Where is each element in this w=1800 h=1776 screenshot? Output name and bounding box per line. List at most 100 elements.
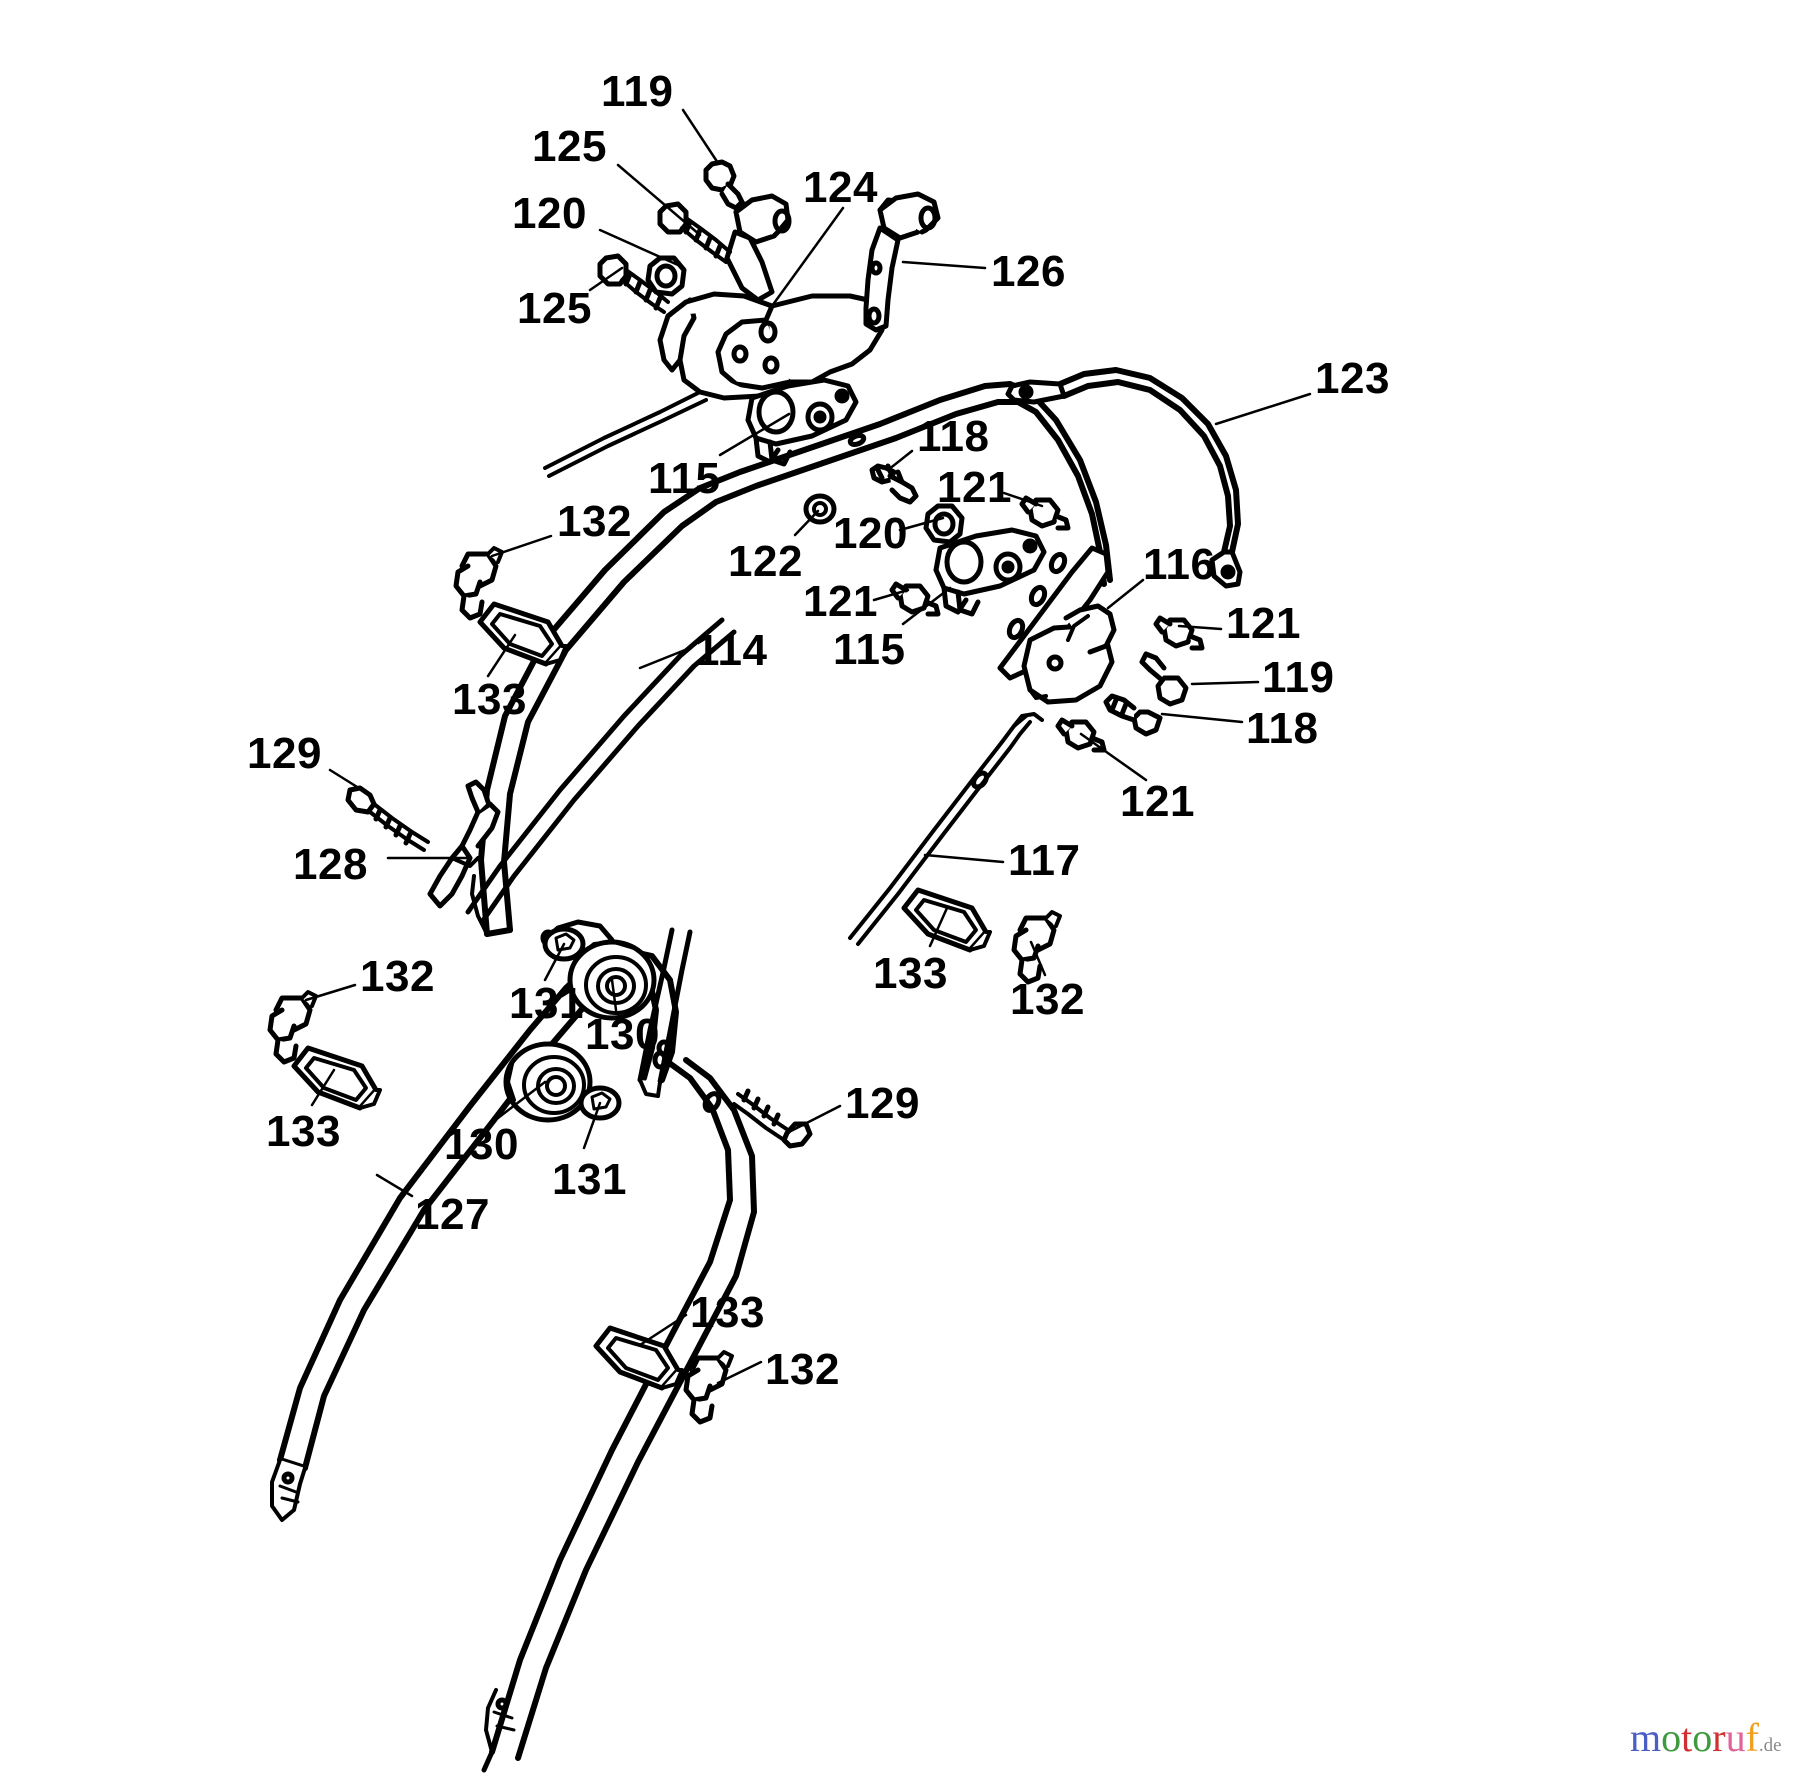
watermark-letter-5: u — [1725, 1715, 1746, 1760]
callout-132-36: 132 — [765, 1345, 840, 1394]
callout-119-18: 119 — [1262, 653, 1335, 702]
leader-line-129-20 — [328, 768, 372, 797]
callout-118-19: 118 — [1246, 704, 1319, 753]
leader-line-132-29 — [1029, 940, 1047, 977]
leader-line-114-17 — [638, 646, 692, 670]
leader-line-121-9 — [1002, 491, 1044, 508]
callout-124-3: 124 — [803, 163, 878, 212]
fastener-121-b — [889, 581, 941, 617]
throttle-cable-117 — [848, 712, 1044, 946]
leader-line-118-8 — [886, 449, 914, 472]
knob-130-upper — [567, 939, 657, 1021]
control-lever-housing-124 — [543, 193, 885, 478]
leader-line-125-5 — [588, 266, 624, 292]
leader-line-126-4 — [901, 260, 987, 270]
leader-line-119-18 — [1190, 680, 1260, 686]
lever-arm-126 — [863, 191, 941, 333]
callout-115-16: 115 — [833, 625, 906, 674]
callout-123-6: 123 — [1315, 354, 1390, 403]
leader-line-121-14 — [1177, 624, 1223, 631]
callout-117-24: 117 — [1008, 836, 1081, 885]
lower-handle-bar-127-right — [481, 1050, 757, 1773]
leader-line-132-36 — [716, 1360, 763, 1385]
leader-line-124-3 — [770, 206, 845, 308]
leader-line-116-13 — [1106, 578, 1145, 610]
leader-line-120-12 — [898, 516, 945, 532]
callout-118-8: 118 — [917, 412, 990, 461]
leader-line-117-24 — [923, 853, 1005, 864]
callout-131-32: 131 — [552, 1155, 627, 1204]
callout-132-29: 132 — [1010, 975, 1085, 1024]
grip-cover-133-d — [593, 1325, 684, 1391]
grip-cover-133-c — [901, 887, 992, 953]
callout-131-26: 131 — [509, 979, 584, 1028]
watermark-letter-3: o — [1692, 1715, 1713, 1760]
fastener-125-upper — [657, 201, 732, 264]
leader-line-130-31 — [496, 1080, 547, 1120]
grip-cover-133-b — [291, 1045, 382, 1111]
callout-125-5: 125 — [517, 284, 592, 333]
grip-clip-132-a — [453, 546, 504, 621]
fastener-125-lower — [597, 253, 670, 314]
fastener-120-hexnut-middle — [923, 503, 965, 545]
leader-line-125-1 — [616, 163, 702, 237]
callout-133-22: 133 — [452, 675, 527, 724]
callout-133-28: 133 — [873, 949, 948, 998]
watermark-letter-6: f — [1745, 1715, 1759, 1760]
callout-115-7: 115 — [648, 454, 721, 503]
grip-clip-132-b — [267, 990, 318, 1065]
leader-line-132-10 — [490, 534, 553, 558]
callout-129-33: 129 — [845, 1079, 920, 1128]
callout-126-4: 126 — [991, 247, 1066, 296]
callout-128-23: 128 — [293, 840, 368, 889]
callout-133-30: 133 — [266, 1107, 341, 1156]
knob-130-lower — [503, 1041, 593, 1123]
leader-line-133-35 — [638, 1313, 688, 1347]
motoruf-watermark: motoruf.de — [1630, 1718, 1782, 1766]
cable-clamp-115-middle — [933, 527, 1047, 617]
fastener-121-d — [1055, 717, 1107, 753]
callout-121-14: 121 — [1226, 599, 1301, 648]
leader-line-132-25 — [304, 983, 357, 1002]
fastener-119-top — [703, 159, 745, 211]
safety-bar-123 — [1005, 367, 1243, 589]
leader-line-131-26 — [543, 942, 566, 982]
leader-line-129-33 — [785, 1104, 842, 1135]
watermark-letter-4: r — [1712, 1715, 1726, 1760]
grip-clip-132-c — [1011, 910, 1062, 985]
fastener-120-hexnut-top — [645, 255, 687, 297]
leader-line-133-28 — [928, 906, 949, 948]
callout-120-12: 120 — [833, 509, 908, 558]
leader-line-115-16 — [901, 586, 952, 626]
fastener-119-right — [1139, 651, 1189, 707]
leader-line-130-27 — [610, 978, 618, 1012]
leader-line-119-0 — [681, 108, 720, 165]
fastener-121-c — [1153, 615, 1205, 651]
callout-121-15: 121 — [803, 577, 878, 626]
callout-121-9: 121 — [937, 463, 1012, 512]
leader-line-115-7 — [718, 412, 791, 457]
callout-114-17: 114 — [695, 626, 768, 675]
callout-121-21: 121 — [1120, 777, 1195, 826]
leader-line-133-22 — [486, 633, 517, 678]
fastener-118-upper — [869, 463, 919, 505]
leader-line-133-30 — [310, 1068, 336, 1107]
cable-guide-116 — [1021, 603, 1117, 705]
leader-line-120-2 — [598, 228, 680, 267]
watermark-letter-0: m — [1630, 1715, 1662, 1760]
callout-129-20: 129 — [247, 729, 322, 778]
cable-clamp-115-upper — [745, 377, 859, 467]
leader-line-121-21 — [1079, 732, 1148, 782]
callout-116-13: 116 — [1143, 540, 1216, 589]
leader-line-121-15 — [872, 588, 910, 602]
leader-line-127-34 — [375, 1173, 414, 1198]
watermark-letter-2: t — [1681, 1715, 1693, 1760]
callout-132-10: 132 — [557, 497, 632, 546]
callout-132-25: 132 — [360, 952, 435, 1001]
fastener-118-right — [1103, 693, 1163, 737]
spring-clip-128 — [427, 779, 501, 909]
callout-130-31: 130 — [444, 1120, 519, 1169]
screw-129-left — [345, 785, 430, 852]
